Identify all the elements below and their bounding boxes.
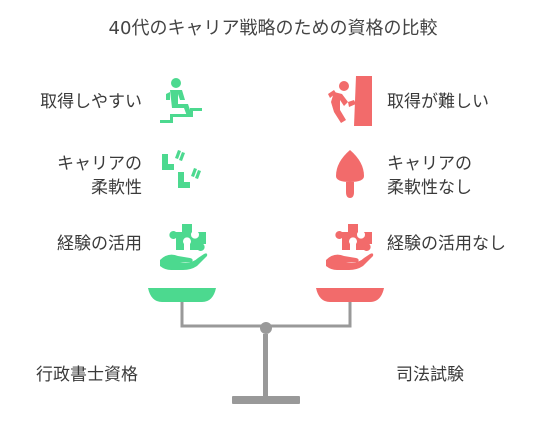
- left-item-experience-label: 経験の活用: [57, 234, 142, 254]
- left-pan: [148, 288, 216, 302]
- flexible-paths-icon: [158, 148, 206, 196]
- left-side-name: 行政書士資格: [36, 365, 138, 385]
- right-side-name: 司法試験: [396, 365, 464, 385]
- hand-puzzle-icon: [156, 220, 208, 272]
- climbing-person-icon: [322, 74, 374, 128]
- right-item-no-flexibility-label: キャリアの 柔軟性なし: [387, 154, 472, 198]
- right-item-no-experience-label: 経験の活用なし: [387, 234, 506, 254]
- easy-step-person-icon: [156, 76, 206, 126]
- page-title: 40代のキャリア戦略のための資格の比較: [108, 18, 438, 39]
- rigid-mushroom-icon: [332, 148, 368, 200]
- right-pan: [316, 288, 384, 302]
- hand-puzzle-icon: [322, 220, 374, 272]
- pivot: [260, 322, 272, 334]
- scale-base: [232, 396, 300, 404]
- right-item-hard-label: 取得が難しい: [387, 92, 489, 112]
- left-item-easy-label: 取得しやすい: [40, 92, 142, 112]
- left-item-flexibility-label: キャリアの 柔軟性: [57, 154, 142, 198]
